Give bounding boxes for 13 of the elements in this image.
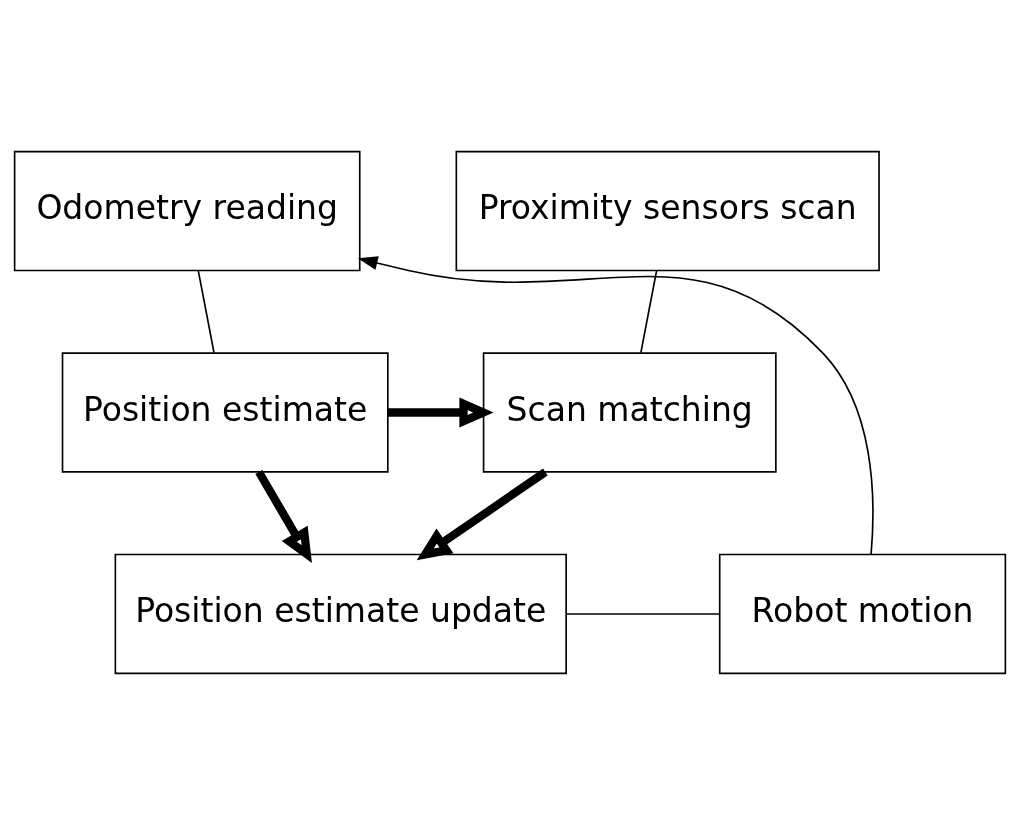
arrow <box>255 469 312 563</box>
arrow <box>387 397 494 428</box>
node-box: Odometry reading <box>13 150 361 272</box>
arrow <box>416 468 548 561</box>
node-box: Position estimate update <box>114 553 567 675</box>
node-box: Robot motion <box>718 553 1007 675</box>
connector <box>640 269 658 354</box>
node-box: Scan matching <box>482 352 777 473</box>
connector <box>565 613 720 615</box>
connector <box>197 269 215 354</box>
arrow <box>357 256 874 555</box>
node-box: Proximity sensors scan <box>455 150 880 272</box>
node-box: Position estimate <box>61 352 389 473</box>
